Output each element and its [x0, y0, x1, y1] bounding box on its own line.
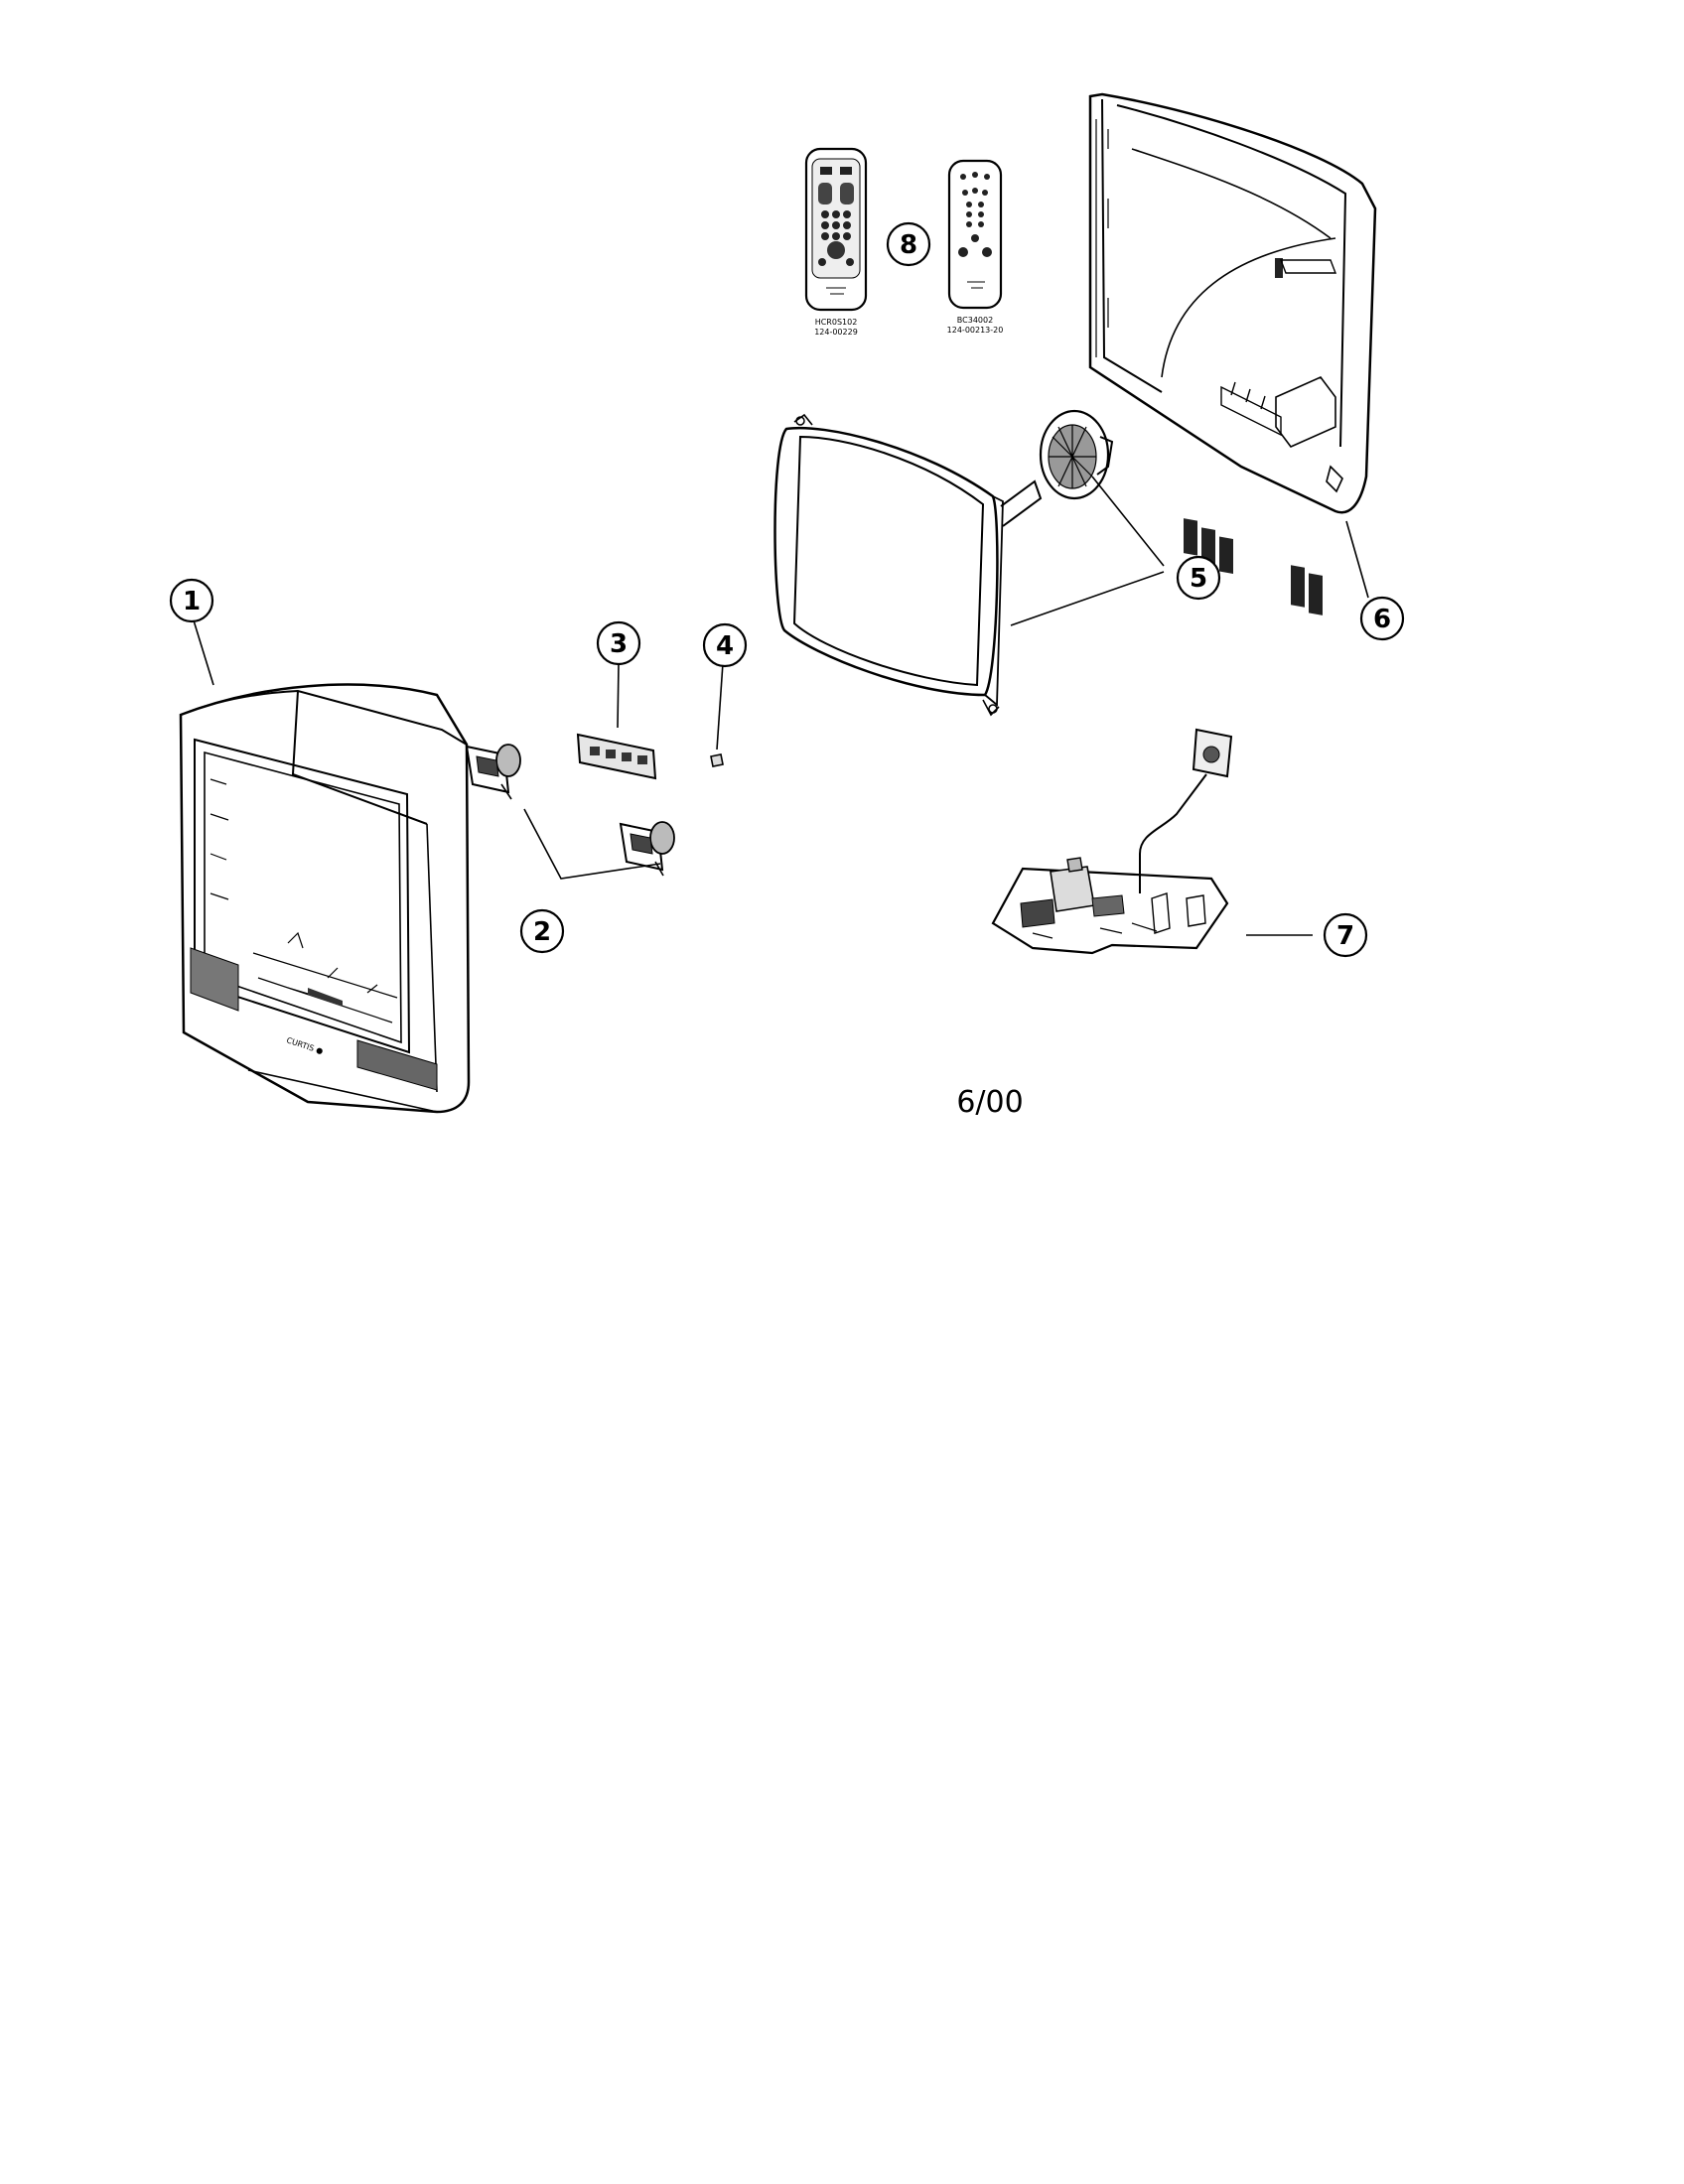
callout-6: 6 [1359, 596, 1405, 641]
svg-text:8: 8 [900, 230, 917, 260]
svg-text:CURTIS ●: CURTIS ● [285, 1035, 324, 1055]
svg-text:1: 1 [183, 587, 201, 616]
callout-8: 8 [886, 221, 931, 267]
callout-5: 5 [1176, 555, 1221, 601]
picture-tube [773, 413, 1043, 717]
date-code: 6/00 [956, 1085, 1023, 1120]
back-cover [1088, 92, 1377, 615]
callout-2: 2 [519, 908, 565, 954]
callout-3: 3 [596, 620, 641, 666]
callout-4: 4 [702, 622, 748, 668]
svg-text:2: 2 [533, 917, 551, 947]
svg-text:7: 7 [1336, 921, 1354, 951]
svg-text:5: 5 [1190, 564, 1207, 594]
leader-lines [193, 476, 1369, 936]
front-cabinet: CURTIS ● [179, 683, 471, 1114]
deflection-yoke [1039, 409, 1114, 500]
svg-text:6: 6 [1373, 605, 1391, 634]
svg-text:4: 4 [716, 631, 734, 661]
speaker-lower [619, 821, 675, 877]
remote-small-model: BC34002 [957, 316, 993, 325]
main-circuit-board [991, 728, 1233, 955]
remote-control-small [947, 159, 1003, 310]
callout-1: 1 [169, 578, 214, 623]
control-button-panel [576, 733, 657, 780]
led-lens [710, 753, 724, 767]
remote-small-part-number: 124-00213-20 [947, 326, 1004, 335]
remote-control-large [804, 147, 868, 312]
speaker-upper [465, 744, 521, 800]
remote-large-model: HCR0S102 [815, 318, 858, 327]
remote-large-part-number: 124-00229 [814, 328, 858, 337]
svg-text:3: 3 [610, 629, 628, 659]
callout-7: 7 [1323, 912, 1368, 958]
